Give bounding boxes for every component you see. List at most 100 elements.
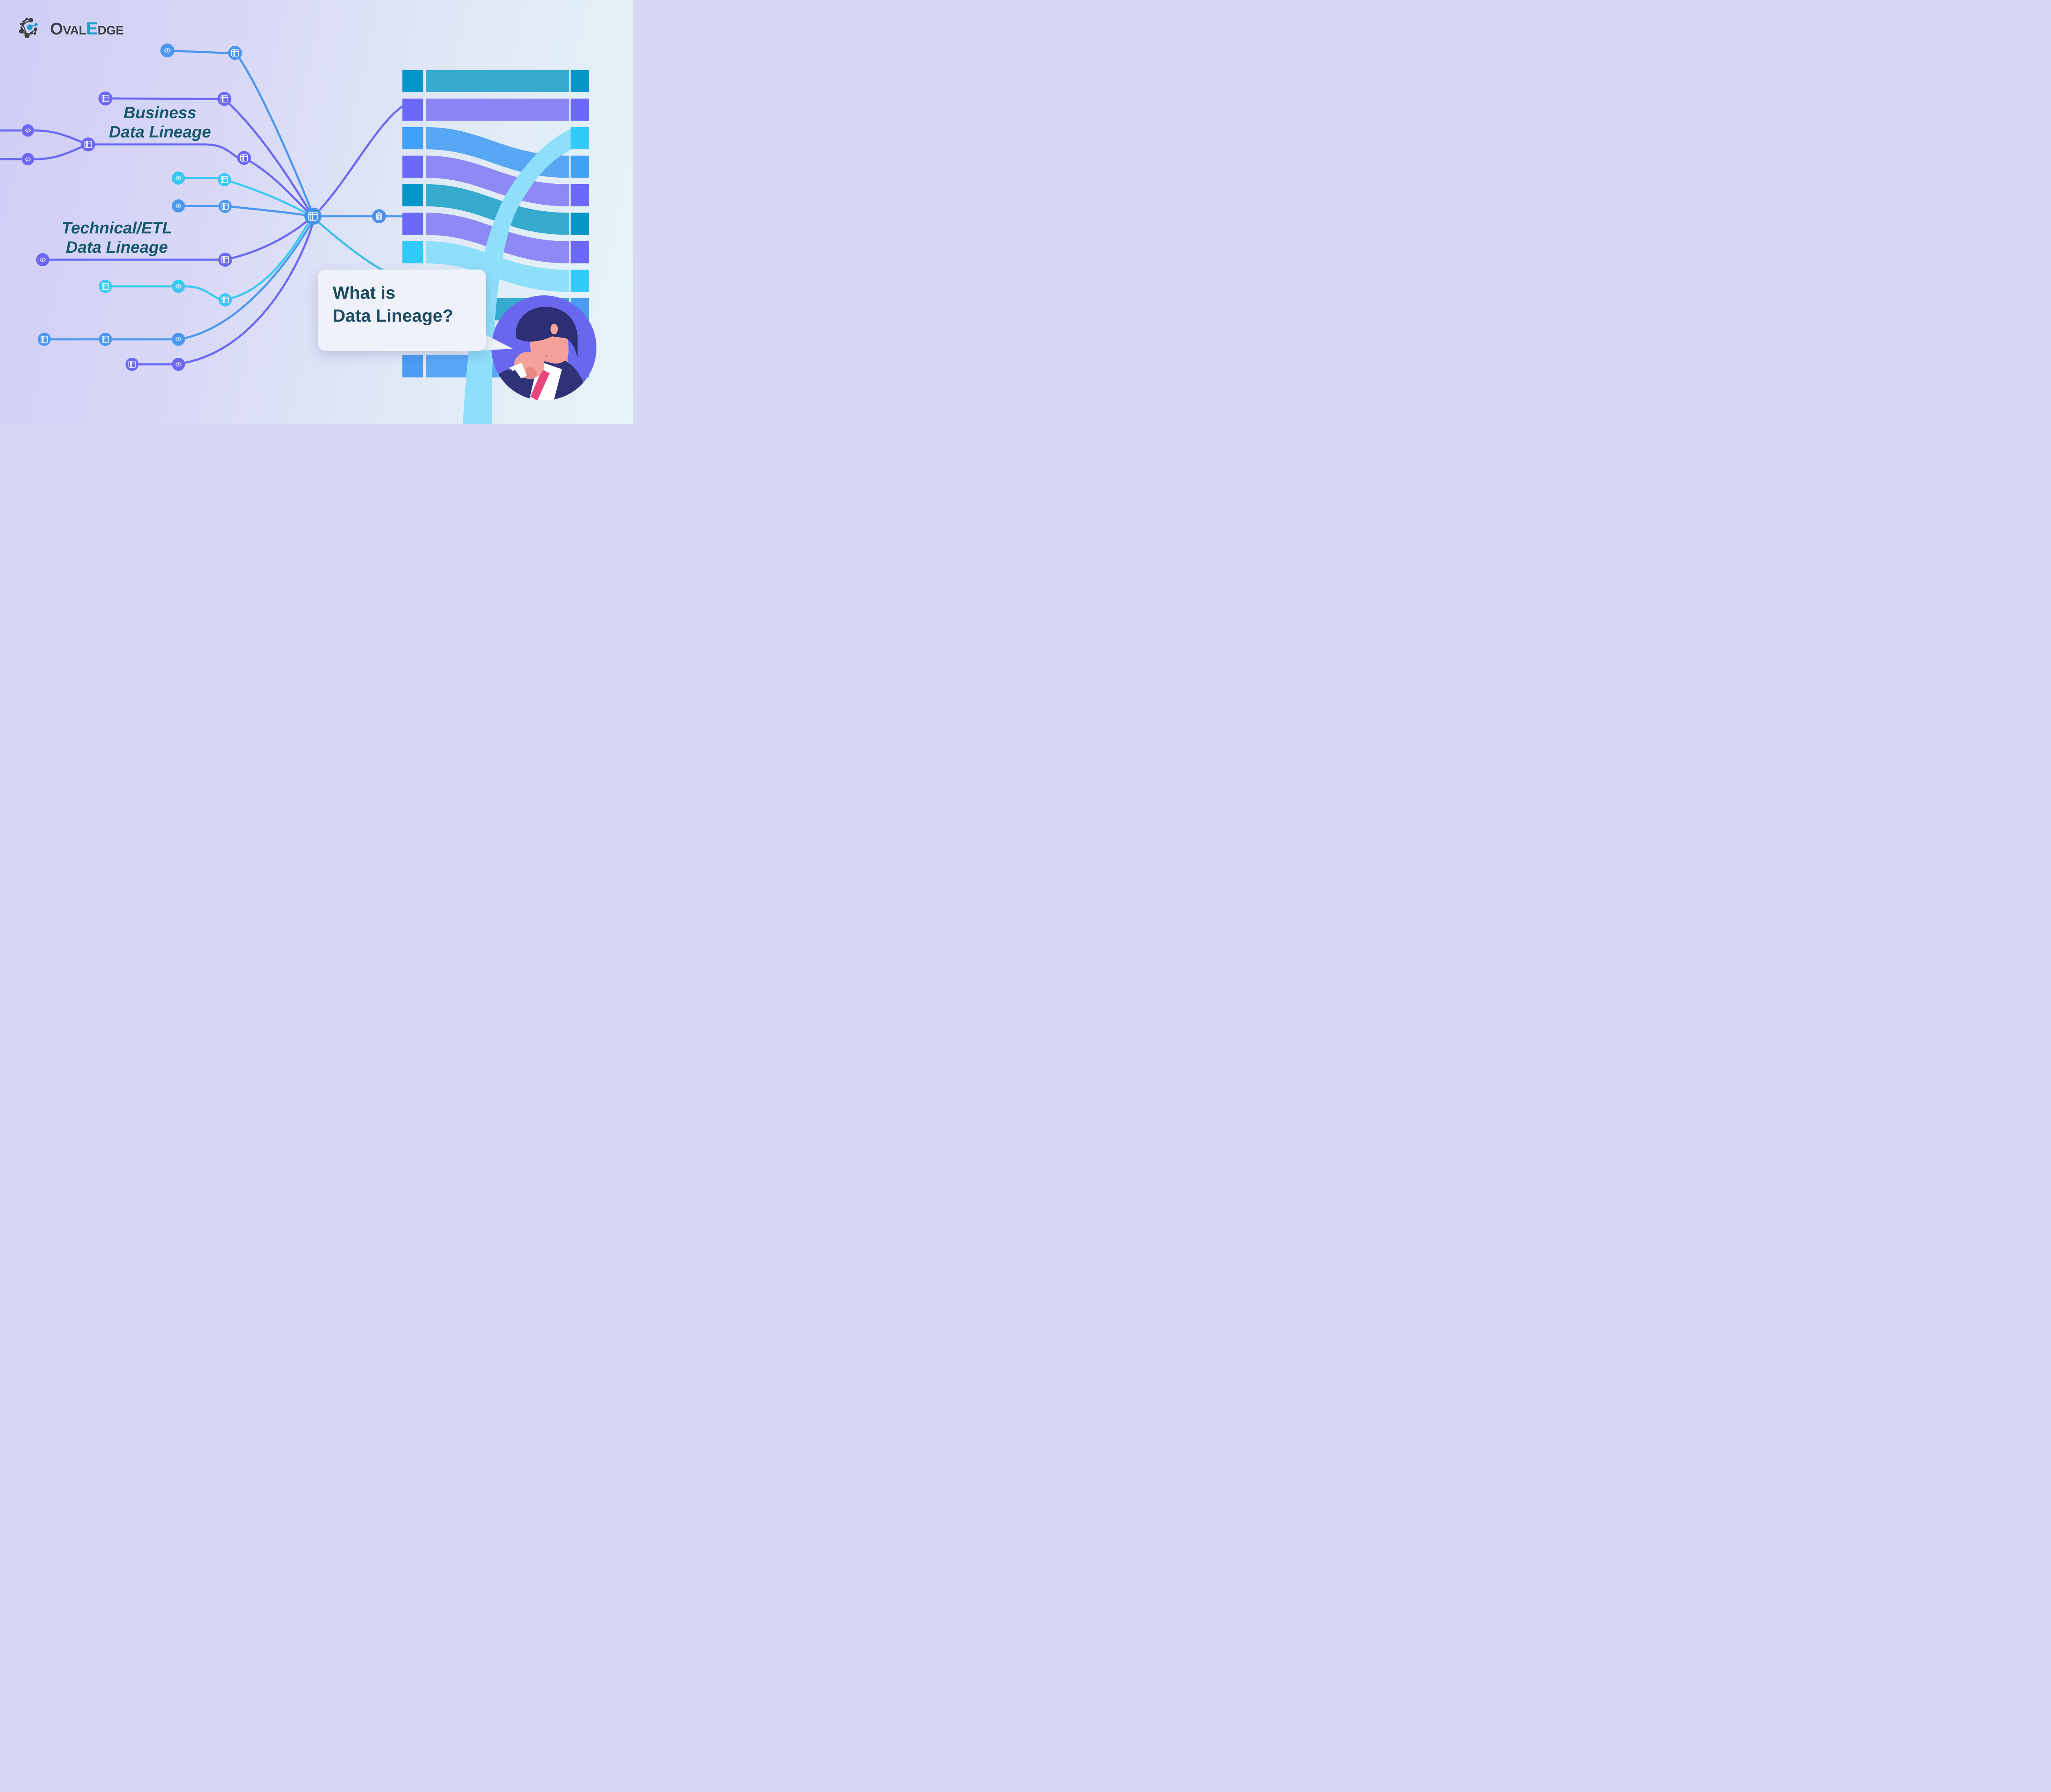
edge [239,58,312,210]
speech-bubble-line: What is [333,283,395,303]
row-right-cell [571,184,589,206]
code-node [36,253,49,266]
node-circle [372,209,386,223]
row-bar [426,98,569,121]
row-bar [426,70,569,92]
avatar-thumb [526,367,537,379]
edge [111,97,219,100]
row-ribbon [426,155,569,206]
table-node [219,200,232,213]
lineage-edges [0,50,404,366]
cross-flow-ribbon [463,129,571,424]
table-node [38,333,51,346]
code-node [22,153,34,165]
ovaledge-logo-icon [19,18,38,38]
node-circle [217,92,231,106]
code-node [22,124,34,137]
avatar-hair [516,306,578,358]
table-node [81,137,95,151]
edge [34,129,83,143]
node-circle [99,333,112,346]
code-node [160,43,174,57]
edge [184,224,313,364]
logo-accent-letter: E [86,18,98,39]
row-right-cell [571,70,589,92]
label-line: Technical/ETL [62,219,172,237]
node-circle [219,293,232,306]
row-left-cell [402,127,423,149]
technical-etl-data-lineage-label: Technical/ETL Data Lineage [45,219,189,257]
table-node [218,253,232,267]
code-node [172,171,185,185]
avatar-tie [530,369,550,400]
edge [231,223,309,299]
node-circle [228,46,242,60]
table-node [99,280,112,293]
table-node [237,151,251,165]
row-left-cell [402,98,423,121]
node-circle [218,253,232,267]
hub-table-node [304,208,322,225]
logo-letter: O [50,19,63,38]
speech-bubble: What is Data Lineage? [318,270,486,351]
node-circle [126,358,139,371]
edge [249,160,308,212]
row-left-cell [402,241,423,263]
table-node [217,92,231,106]
logo-letters: DGE [97,23,124,37]
logo-letters: VAL [63,23,86,37]
edge [319,105,404,211]
table-node [219,293,232,306]
node-circle [218,173,231,186]
avatar-sleeve [491,369,521,400]
thinking-person-illustration [491,295,596,400]
node-circle [99,280,112,293]
code-node [172,199,185,213]
row-left-cell [402,155,423,178]
row-right-cell [571,127,589,149]
edge [94,143,238,158]
edge [184,224,311,339]
row-ribbon [426,184,569,235]
row-right-cell [571,241,589,263]
edge [184,285,219,300]
node-circle [81,137,95,151]
node-circle [98,91,112,105]
table-node [126,358,139,371]
edge [228,103,310,211]
avatar-ear [550,324,558,334]
table-node [218,173,231,186]
table-node [98,91,112,105]
edge [230,181,307,214]
speech-bubble-line: Data Lineage? [333,306,453,326]
label-line: Business [123,104,196,122]
code-node [172,358,185,371]
node-circle [237,151,251,165]
business-data-lineage-label: Business Data Lineage [98,103,222,142]
label-line: Data Lineage [109,123,211,141]
row-left-cell [402,355,423,377]
label-line: Data Lineage [66,238,168,256]
clipboard-node [372,209,386,223]
node-circle [38,333,51,346]
row-right-cell [571,98,589,121]
row-left-cell [402,184,423,206]
row-right-cell [571,155,589,178]
lineage-nodes [22,43,386,371]
edge [34,146,83,160]
edge [231,221,307,259]
row-left-cell [402,213,423,235]
table-node [228,46,242,60]
edge [231,206,306,216]
row-left-cell [402,70,423,92]
table-node [99,333,112,346]
node-circle [219,200,232,213]
row-right-cell [571,213,589,235]
code-node [172,280,185,293]
code-node [172,333,185,346]
row-right-cell [571,270,589,292]
node-circle [304,208,322,225]
